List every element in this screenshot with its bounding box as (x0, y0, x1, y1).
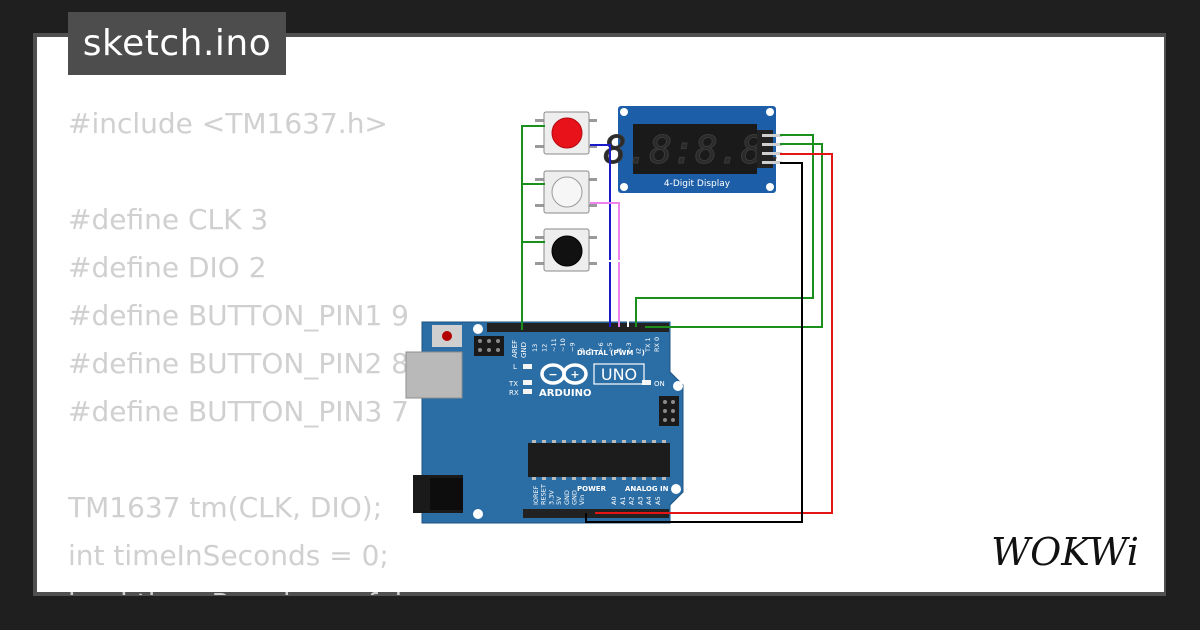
chip-pin (632, 440, 636, 443)
code-line: int timeInSeconds = 0; (68, 539, 389, 572)
pin-label: TX 1 (644, 337, 652, 353)
chip-pin (562, 440, 566, 443)
pin-label: ~5 (606, 342, 614, 352)
display-label: 4-Digit Display (664, 179, 731, 189)
pin-label: RESET (540, 484, 548, 505)
four-digit-display: 8.8:8.8. 4-Digit Display (603, 106, 787, 193)
pin-label: GND (571, 490, 579, 505)
chip-pin (572, 440, 576, 443)
pin-label: 13 (531, 344, 539, 352)
pin-label: 12 (540, 344, 548, 352)
pin-label: ~6 (597, 342, 605, 352)
code-background: #include <TM1637.h> #define CLK 3 #define … (68, 100, 548, 595)
power-header-label: POWER (577, 485, 607, 493)
chip-pin (552, 477, 556, 480)
code-line: #define BUTTON_PIN3 7 (68, 395, 409, 428)
pin-label: A0 (610, 496, 618, 505)
chip-pin (582, 440, 586, 443)
chip-pin (612, 440, 616, 443)
code-line: #define DIO 2 (68, 251, 267, 284)
pushbutton-black[interactable] (535, 228, 597, 272)
chip-pin (592, 440, 596, 443)
pin-label: 3.3V (547, 490, 555, 505)
chip-pin (662, 440, 666, 443)
pin-label: ~11 (550, 338, 558, 352)
pin-label: ~9 (569, 342, 577, 352)
led-label-tx: TX (508, 380, 518, 388)
arduino-infinity-logo (540, 363, 588, 385)
chip-pin (552, 440, 556, 443)
led-label-l: L (513, 363, 517, 371)
pin-label: A5 (654, 496, 662, 505)
wires (521, 125, 833, 523)
wokwi-logo-text: WOKWi (991, 530, 1139, 574)
pin-label: A4 (645, 496, 653, 505)
pin-label-gnd: GND (520, 342, 528, 358)
chip-pin (532, 477, 536, 480)
chip-pin (642, 477, 646, 480)
pin-label: RX 0 (653, 337, 661, 352)
led-label-rx: RX (509, 389, 519, 397)
pin-label: Vin (578, 495, 586, 505)
digital-header-label: DIGITAL (PWM ~) (577, 349, 645, 357)
pin-label: 8 (578, 348, 586, 352)
code-line: bool timerRunning = false; (68, 580, 548, 595)
pin-label: A2 (628, 496, 636, 505)
led-label-on: ON (654, 380, 665, 388)
arduino-brand-text: ARDUINO (539, 388, 591, 399)
pin-label: 5V (555, 496, 563, 505)
chip-pin (602, 477, 606, 480)
pin-label: IOREF (532, 485, 540, 505)
display-digits: 8.8:8.8. (603, 128, 786, 172)
chip-pin (562, 477, 566, 480)
chip-pin (602, 440, 606, 443)
pin-label: A3 (636, 496, 644, 505)
led-indicators (523, 364, 651, 394)
svg-text:+: + (570, 368, 579, 381)
chip-pin (622, 440, 626, 443)
code-line: TM1637 tm(CLK, DIO); (68, 491, 383, 524)
code-line: #define BUTTON_PIN1 9 (68, 299, 409, 332)
arduino-model-text: UNO (601, 365, 637, 384)
svg-text:−: − (548, 368, 557, 381)
chip-pin (632, 477, 636, 480)
filename-tab: sketch.ino (68, 12, 286, 75)
chip-pin (592, 477, 596, 480)
chip-pin (622, 477, 626, 480)
chip-pin (542, 477, 546, 480)
pin-label: ~3 (625, 342, 633, 352)
pin-label: 4 (616, 348, 624, 352)
pin-label: ~10 (559, 338, 567, 352)
pushbutton-white[interactable] (535, 170, 597, 214)
pin-label: 7 (587, 348, 595, 352)
chip-pin (612, 477, 616, 480)
code-line: #include <TM1637.h> (68, 107, 388, 140)
wokwi-logo: WOKWi (991, 530, 1139, 574)
code-line: #define BUTTON_PIN2 8 (68, 347, 409, 380)
code-line: #define CLK 3 (68, 203, 269, 236)
chip-pin (572, 477, 576, 480)
filename-label: sketch.ino (82, 23, 272, 64)
pushbutton-red[interactable] (535, 111, 597, 155)
chip-pin (582, 477, 586, 480)
pin-label-aref: AREF (511, 340, 519, 358)
chip-pin (542, 440, 546, 443)
chip-pin (652, 440, 656, 443)
pin-label: 2 (634, 348, 642, 352)
analog-header-label: ANALOG IN (625, 485, 669, 493)
chip-pin (532, 440, 536, 443)
pin-label: A1 (619, 496, 627, 505)
chip-pin (642, 440, 646, 443)
chip-pin (652, 477, 656, 480)
chip-pin (662, 477, 666, 480)
pin-label: GND (563, 490, 571, 505)
